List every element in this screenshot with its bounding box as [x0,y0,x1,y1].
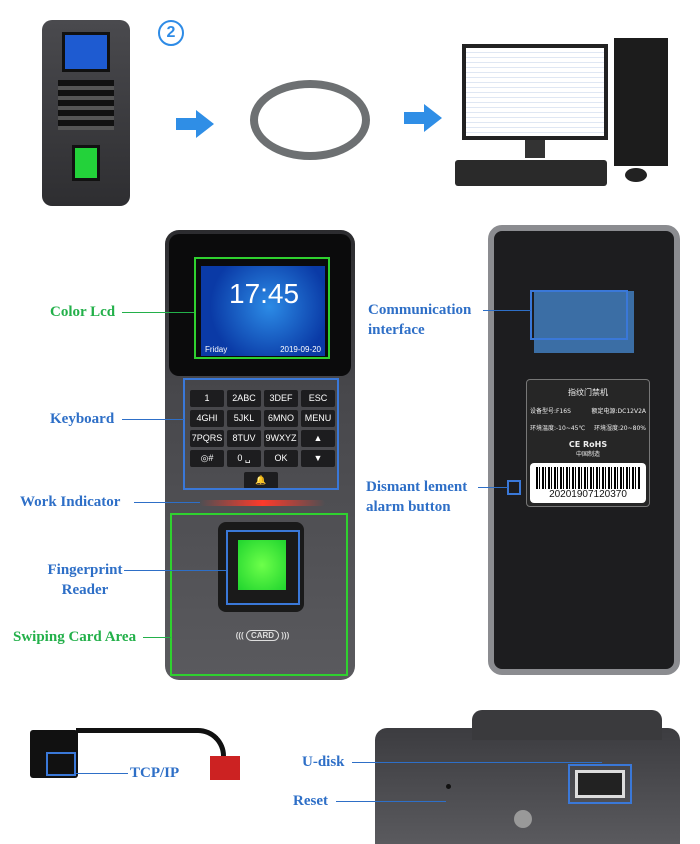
u-disk-highlight [568,764,632,804]
label-u-disk: U-disk [302,754,345,770]
sticker-temp: 环境温度:-10~45℃ [530,425,586,432]
color-lcd-highlight [194,257,330,359]
tcp-ip-highlight [46,752,76,776]
sticker-title: 指纹门禁机 [568,388,608,397]
label-fingerprint-reader: Fingerprint Reader [47,562,123,598]
ethernet-cable-image [250,80,370,160]
fingerprint-highlight [226,530,300,605]
key-2[interactable]: 3DEF [264,390,298,407]
label-tcp-ip: TCP/IP [130,765,180,781]
key-4[interactable]: 4GHI [190,410,224,427]
barcode-number: 20201907120370 [549,489,627,500]
screw [514,810,532,828]
screen-day: Friday [205,345,228,354]
key-9[interactable]: 8TUV [227,430,261,447]
key-8[interactable]: 7PQRS [190,430,224,447]
key-0[interactable]: 1 [190,390,224,407]
screen-time: 17:45 [229,278,300,309]
label-keyboard: Keyboard [50,411,115,427]
key-7[interactable]: MENU [301,410,335,427]
sticker-model: 设备型号:F16S [530,408,571,415]
spec-sticker: 指纹门禁机 设备型号:F16S 额定电源:DC12V2A 环境温度:-10~45℃… [526,379,650,507]
reset-hole[interactable] [446,784,451,789]
card-icon: ((( CARD ))) [235,630,290,641]
key-15[interactable]: ▼ [301,450,335,467]
usb-port [575,770,625,798]
card-label: CARD [245,630,280,641]
sticker-cert: CE RoHS [568,440,608,449]
swiping-card-area-highlight [170,513,348,676]
label-swiping-card-area: Swiping Card Area [13,629,137,645]
label-work-indicator: Work Indicator [20,494,121,510]
work-indicator-light [200,500,325,506]
key-1[interactable]: 2ABC [227,390,261,407]
sticker-humidity: 环境湿度:20~80% [593,425,646,432]
key-14[interactable]: OK [264,450,298,467]
keyboard-highlight [183,378,339,490]
communication-interface-highlight [530,290,628,340]
key-12[interactable]: ◎# [190,450,224,467]
sticker-made: 中国制造 [575,451,600,458]
dismantlement-button-highlight [507,480,521,495]
key-bell[interactable]: 🔔 [244,472,278,489]
key-10[interactable]: 9WXYZ [264,430,298,447]
label-communication-interface: Communication interface [368,302,472,338]
screen-date: 2019-09-20 [280,345,321,354]
key-11[interactable]: ▲ [301,430,335,447]
label-color-lcd: Color Lcd [50,304,116,320]
key-3[interactable]: ESC [301,390,335,407]
key-5[interactable]: 5JKL [227,410,261,427]
step-number-badge: 2 [158,20,184,46]
small-device-image [42,20,130,206]
sticker-power: 额定电源:DC12V2A [591,408,647,415]
key-13[interactable]: 0 ␣ [227,450,261,467]
key-6[interactable]: 6MNO [264,410,298,427]
label-dismantlement-alarm: Dismant lement alarm button [366,479,468,515]
label-reset: Reset [293,793,328,809]
back-device: 指纹门禁机 设备型号:F16S 额定电源:DC12V2A 环境温度:-10~45℃… [488,225,680,675]
